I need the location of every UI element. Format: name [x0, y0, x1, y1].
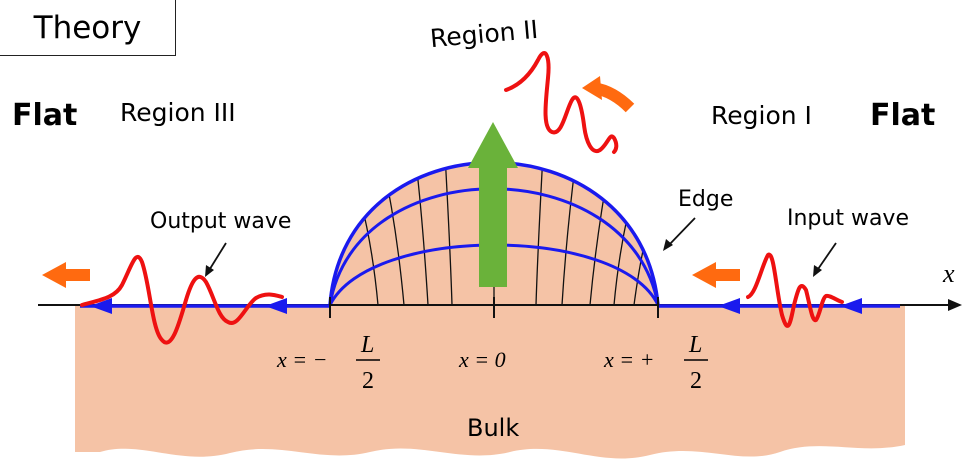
edge-pointer-head [663, 239, 673, 251]
edge-pointer [668, 218, 695, 246]
output-wave-pointer [208, 243, 226, 272]
tick-left-num: L [360, 332, 374, 358]
input-wave-pointer [816, 243, 836, 272]
tick-right-den: 2 [690, 368, 702, 394]
output-wave-label: Output wave [150, 209, 291, 234]
tick-right-lhs: x = + [603, 347, 654, 372]
output-wave-pointer-head [205, 265, 214, 277]
region-two-wave [506, 53, 616, 152]
region-one-label: Region I [711, 101, 812, 130]
flat-right-label: Flat [870, 98, 935, 133]
orange-arrow-right [692, 262, 740, 288]
tick-right-num: L [688, 332, 702, 358]
region-two-label: Region II [429, 15, 539, 53]
orange-arrow-curved-head [582, 76, 602, 100]
region-three-label: Region III [120, 98, 236, 127]
bulk-label: Bulk [467, 414, 519, 442]
orange-arrow-left [42, 262, 90, 288]
tick-center-lhs: x = 0 [458, 347, 506, 372]
edge-label: Edge [678, 187, 733, 212]
flat-left-label: Flat [12, 98, 77, 133]
x-axis-arrowhead [948, 299, 962, 311]
x-axis-label: x [942, 259, 955, 288]
tick-left-lhs: x = − [276, 347, 327, 372]
tick-left-den: 2 [362, 368, 374, 394]
input-wave-label: Input wave [787, 206, 909, 231]
